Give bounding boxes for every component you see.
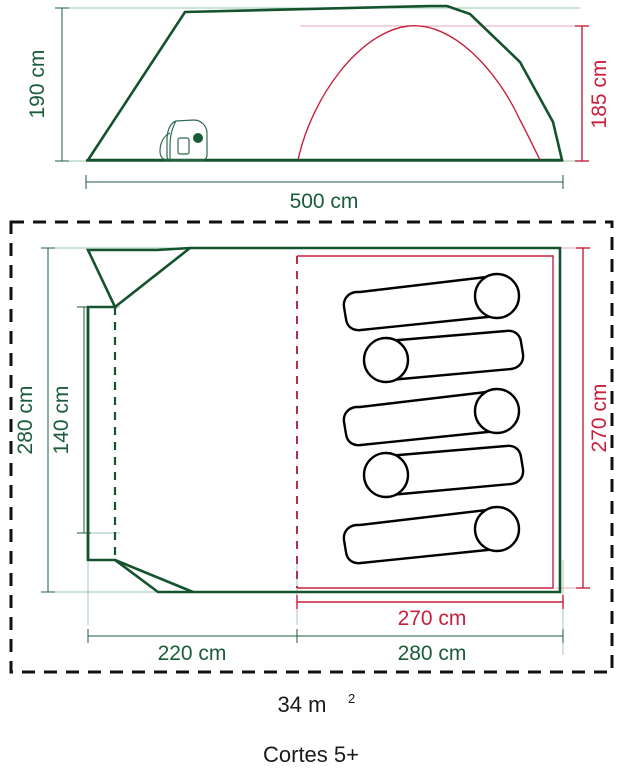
- footer-info: 34 m 2 Cortes 5+: [263, 691, 359, 767]
- label-floor-area-exponent: 2: [348, 691, 355, 706]
- bag-3-head: [473, 387, 521, 435]
- vestibule-edge-bottom: [114, 558, 194, 594]
- dimension-depth-inner: 270 cm: [576, 247, 611, 589]
- carry-bag-handle: [159, 132, 171, 161]
- label-floor-area: 34 m: [278, 692, 327, 717]
- sleeping-bag-3: [342, 387, 521, 447]
- plan-frame-dashed: [9, 220, 614, 674]
- sleeping-bag-5: [342, 505, 521, 565]
- inner-room-outline: [297, 255, 554, 589]
- sleeping-bag-2: [362, 329, 525, 384]
- tent-outer-profile: [85, 4, 564, 162]
- floor-plan-view: 280 cm 140 cm 270 cm 27: [9, 220, 614, 674]
- label-height-inner: 185 cm: [588, 60, 611, 129]
- label-length-vestibule: 220 cm: [158, 642, 227, 665]
- dimension-length-inner: 270 cm: [296, 595, 564, 630]
- dimension-depth-vestibule: 140 cm: [50, 306, 91, 534]
- carry-bag-logo: [193, 133, 203, 143]
- carry-bag-icon: [159, 119, 208, 161]
- sleeping-bag-group: [342, 272, 525, 565]
- bag-5-head: [473, 505, 521, 553]
- carry-bag-pocket: [177, 137, 190, 155]
- sleeping-bag-4: [362, 444, 525, 499]
- label-depth-vestibule: 140 cm: [50, 386, 73, 455]
- vestibule-edge-top: [114, 246, 191, 309]
- tent-inner-dome: [297, 25, 541, 161]
- dimension-length-split: 220 cm 280 cm: [87, 629, 564, 665]
- dimension-height-outer: 190 cm: [26, 7, 69, 162]
- dimension-depth-outer: 280 cm: [14, 247, 55, 593]
- label-height-outer: 190 cm: [26, 50, 49, 119]
- dimension-height-inner: 185 cm: [575, 25, 611, 162]
- label-product-model: Cortes 5+: [263, 742, 359, 767]
- bag-4-head: [362, 451, 410, 499]
- label-depth-outer: 280 cm: [14, 386, 37, 455]
- elevation-view: 190 cm 185 cm 500 cm: [26, 4, 611, 213]
- bag-2-head: [362, 336, 410, 384]
- label-length-main: 280 cm: [398, 642, 467, 665]
- carry-bag-fold: [169, 120, 177, 160]
- bag-1-head: [473, 272, 521, 320]
- label-depth-inner: 270 cm: [588, 384, 611, 453]
- label-length-inner: 270 cm: [398, 607, 467, 630]
- sleeping-bag-1: [342, 272, 521, 332]
- floor-outline-outer: [85, 246, 562, 594]
- label-length-total: 500 cm: [290, 190, 359, 213]
- dimension-length-total: 500 cm: [85, 175, 564, 213]
